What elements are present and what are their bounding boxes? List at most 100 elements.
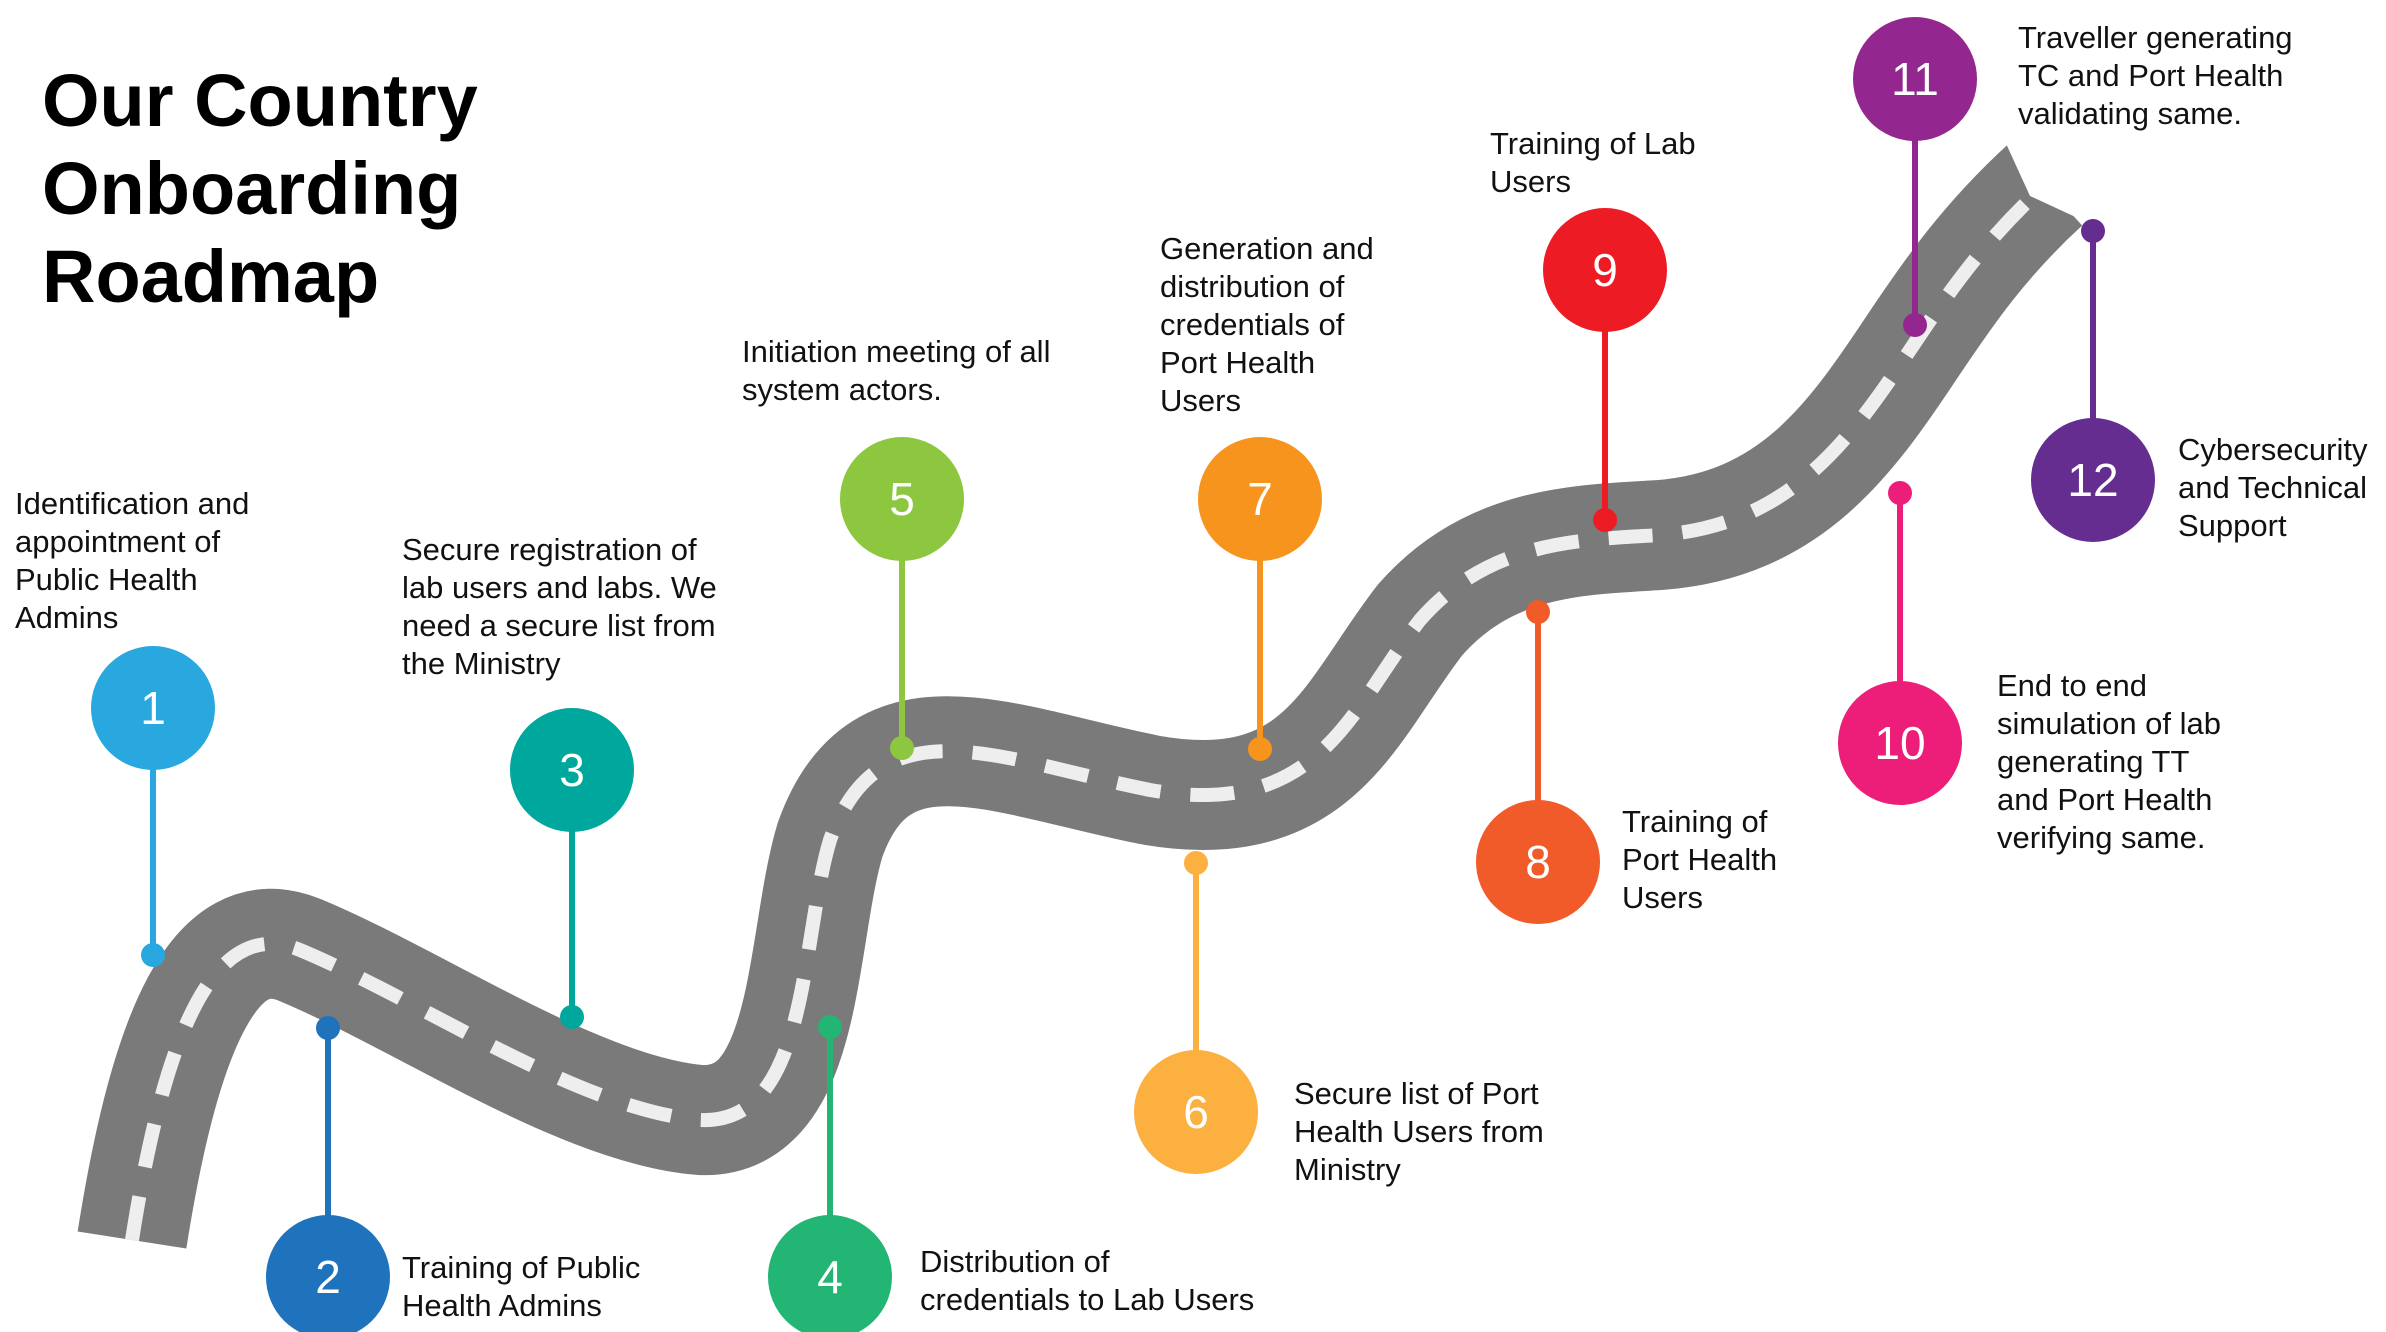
step-2-label-line: Training of Public: [402, 1250, 640, 1285]
step-4-label: Distribution of credentials to Lab Users: [920, 1244, 1254, 1317]
step-12-label-line: Cybersecurity: [2178, 432, 2368, 467]
step-7-label-line: Generation and: [1160, 231, 1374, 266]
step-11-number: 11: [1891, 53, 1939, 105]
step-2-label: Training of Public Health Admins: [402, 1250, 649, 1323]
page-title: Our Country Onboarding Roadmap: [42, 59, 478, 318]
step-7-label-line: Port Health: [1160, 345, 1315, 380]
step-4-pin-dot: [818, 1015, 842, 1039]
step-9-label-line: Users: [1490, 164, 1571, 199]
step-1-circle: [91, 646, 215, 770]
step-8: 8 Training of Port Health Users: [1476, 600, 1786, 924]
step-12-circle: [2031, 418, 2155, 542]
step-12-label-line: and Technical: [2178, 470, 2367, 505]
step-10-label-line: and Port Health: [1997, 782, 2212, 817]
step-7: 7 Generation and distribution of credent…: [1160, 231, 1374, 761]
step-2-number: 2: [315, 1251, 341, 1303]
step-11-pin-dot: [1903, 313, 1927, 337]
step-5-pin-dot: [890, 736, 914, 760]
step-11-label-line: validating same.: [2018, 96, 2242, 131]
step-3-label-line: need a secure list from: [402, 608, 716, 643]
step-8-circle: [1476, 800, 1600, 924]
step-9-pin-dot: [1593, 508, 1617, 532]
step-7-pin-dot: [1248, 737, 1272, 761]
step-8-label-line: Users: [1622, 880, 1703, 915]
step-10-label-line: simulation of lab: [1997, 706, 2221, 741]
step-2-label-line: Health Admins: [402, 1288, 602, 1323]
step-10: 10 End to end simulation of lab generati…: [1838, 481, 2230, 855]
step-10-label-line: End to end: [1997, 668, 2147, 703]
step-10-circle: [1838, 681, 1962, 805]
step-6-label-line: Health Users from: [1294, 1114, 1544, 1149]
step-1-pin-dot: [141, 943, 165, 967]
step-1-label: Identification and appointment of Public…: [15, 486, 258, 635]
step-11-label-line: Traveller generating: [2018, 20, 2293, 55]
step-12-pin-dot: [2081, 219, 2105, 243]
step-3-label: Secure registration of lab users and lab…: [402, 532, 725, 681]
step-5-circle: [840, 437, 964, 561]
step-3-label-line: lab users and labs. We: [402, 570, 717, 605]
step-6-label: Secure list of Port Health Users from Mi…: [1294, 1076, 1552, 1187]
step-5-label: Initiation meeting of all system actors.: [742, 334, 1059, 407]
step-1: 1 Identification and appointment of Publ…: [15, 486, 258, 967]
step-1-number: 1: [140, 682, 166, 734]
title-line-2: Onboarding: [42, 147, 461, 230]
step-3-label-line: Secure registration of: [402, 532, 697, 567]
step-11: 11 Traveller generating TC and Port Heal…: [1853, 17, 2301, 337]
step-10-pin-dot: [1888, 481, 1912, 505]
step-9: 9 Training of Lab Users: [1490, 126, 1704, 532]
step-4-label-line: credentials to Lab Users: [920, 1282, 1254, 1317]
step-2: 2 Training of Public Health Admins: [266, 1016, 649, 1332]
step-10-label: End to end simulation of lab generating …: [1997, 668, 2230, 855]
step-2-pin-dot: [316, 1016, 340, 1040]
step-11-circle: [1853, 17, 1977, 141]
step-7-number: 7: [1247, 473, 1273, 525]
step-5-number: 5: [889, 473, 915, 525]
step-1-label-line: Public Health: [15, 562, 198, 597]
step-5-label-line: system actors.: [742, 372, 942, 407]
step-9-label: Training of Lab Users: [1490, 126, 1704, 199]
step-10-label-line: generating TT: [1997, 744, 2189, 779]
step-3: 3 Secure registration of lab users and l…: [402, 532, 725, 1029]
step-5-label-line: Initiation meeting of all: [742, 334, 1050, 369]
step-7-circle: [1198, 437, 1322, 561]
step-12-label-line: Support: [2178, 508, 2287, 543]
title-line-1: Our Country: [42, 59, 478, 142]
step-9-label-line: Training of Lab: [1490, 126, 1696, 161]
step-8-label-line: Port Health: [1622, 842, 1777, 877]
road-body: [77, 144, 2083, 1249]
step-6-pin-dot: [1184, 851, 1208, 875]
step-4-label-line: Distribution of: [920, 1244, 1110, 1279]
step-4: 4 Distribution of credentials to Lab Use…: [768, 1015, 1254, 1332]
step-1-label-line: appointment of: [15, 524, 220, 559]
road-arrow-head: [1998, 126, 2168, 220]
step-6: 6 Secure list of Port Health Users from …: [1134, 851, 1552, 1187]
step-8-label: Training of Port Health Users: [1622, 804, 1786, 915]
step-4-circle: [768, 1215, 892, 1332]
step-9-circle: [1543, 208, 1667, 332]
step-5: 5 Initiation meeting of all system actor…: [742, 334, 1059, 760]
step-6-circle: [1134, 1050, 1258, 1174]
step-2-circle: [266, 1215, 390, 1332]
step-6-number: 6: [1183, 1086, 1209, 1138]
step-3-label-line: the Ministry: [402, 646, 561, 681]
road: [77, 126, 2168, 1249]
step-8-number: 8: [1525, 836, 1551, 888]
step-1-label-line: Admins: [15, 600, 118, 635]
step-12-label: Cybersecurity and Technical Support: [2178, 432, 2376, 543]
step-11-label-line: TC and Port Health: [2018, 58, 2283, 93]
step-7-label-line: credentials of: [1160, 307, 1345, 342]
step-8-pin-dot: [1526, 600, 1550, 624]
step-7-label-line: Users: [1160, 383, 1241, 418]
step-11-label: Traveller generating TC and Port Health …: [2018, 20, 2301, 131]
step-9-number: 9: [1592, 244, 1618, 296]
step-7-label-line: distribution of: [1160, 269, 1345, 304]
step-3-pin-dot: [560, 1005, 584, 1029]
title-line-3: Roadmap: [42, 235, 379, 318]
step-3-circle: [510, 708, 634, 832]
step-10-label-line: verifying same.: [1997, 820, 2205, 855]
step-10-number: 10: [1874, 717, 1925, 769]
step-3-number: 3: [559, 744, 585, 796]
step-12-number: 12: [2067, 454, 2118, 506]
step-6-label-line: Ministry: [1294, 1152, 1401, 1187]
